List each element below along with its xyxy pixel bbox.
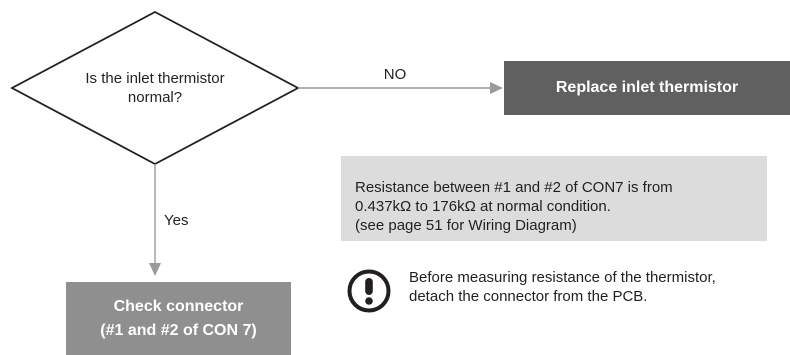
warning-line1: Before measuring resistance of the therm…: [409, 269, 716, 286]
warning-line2: detach the connector from the PCB.: [409, 288, 648, 305]
resistance-info-box: Resistance between #1 and #2 of CON7 is …: [341, 156, 767, 241]
info-line3: (see page 51 for Wiring Diagram): [355, 217, 577, 234]
check-connector-box: Check connector (#1 and #2 of CON 7): [66, 282, 291, 355]
no-edge-label: NO: [383, 66, 407, 83]
check-connector-line1: Check connector: [113, 297, 244, 315]
warning-text: Before measuring resistance of the therm…: [409, 268, 716, 306]
no-arrow-head: [490, 82, 503, 94]
yes-edge-label: Yes: [164, 212, 189, 229]
decision-label: Is the inlet thermistor normal?: [35, 69, 275, 107]
decision-label-line2: normal?: [127, 89, 183, 106]
replace-thermistor-label: Replace inlet thermistor: [555, 79, 739, 96]
yes-arrow-head: [149, 263, 161, 276]
info-line1: Resistance between #1 and #2 of CON7 is …: [355, 179, 673, 196]
info-line2: 0.437kΩ to 176kΩ at normal condition.: [355, 198, 611, 215]
replace-thermistor-box: Replace inlet thermistor: [504, 61, 790, 115]
exclamation-circle-icon: [347, 269, 391, 313]
check-connector-line2: (#1 and #2 of CON 7): [100, 321, 257, 339]
decision-label-line1: Is the inlet thermistor: [85, 70, 225, 87]
